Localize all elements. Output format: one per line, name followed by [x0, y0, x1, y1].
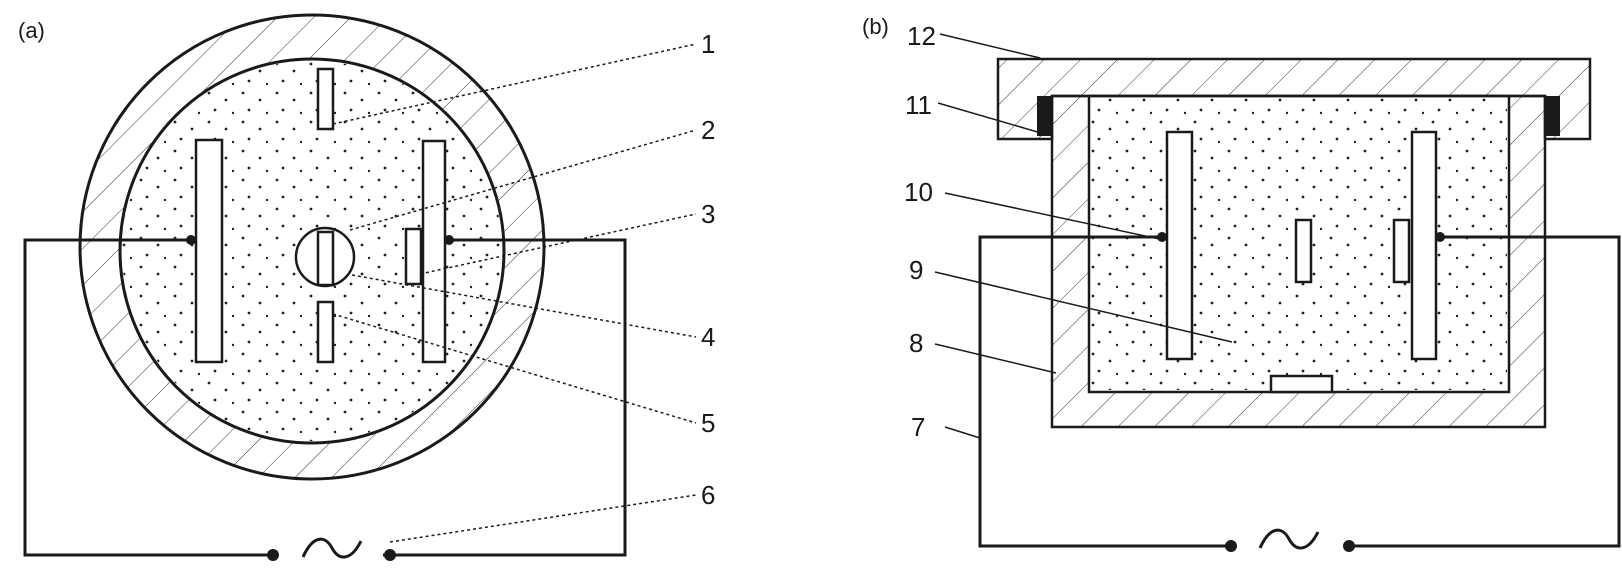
ac-terminal-right — [384, 549, 396, 561]
ac-source-icon — [301, 537, 363, 559]
electrode-b-right — [1410, 130, 1438, 361]
junction-dot-b-right — [1435, 232, 1445, 242]
callout-2: 2 — [701, 115, 715, 145]
circuit-wire-b-right — [1351, 235, 1621, 548]
panel-a: (a) 1 2 3 4 5 — [18, 13, 715, 561]
ac-terminal-b-right — [1343, 540, 1355, 552]
leader-lines-a — [332, 43, 697, 543]
circuit-wire-a-right — [383, 238, 627, 557]
leader-lines-b — [934, 33, 1233, 439]
ac-source-b-icon — [1258, 528, 1320, 550]
callout-9: 9 — [909, 255, 923, 285]
electrode-left — [194, 138, 224, 364]
junction-dot-left — [186, 235, 196, 245]
panel-b-label: (b) — [862, 14, 889, 39]
side-strip — [404, 227, 423, 286]
electrode-right — [421, 139, 447, 364]
seal-right — [1545, 96, 1560, 136]
seal-left — [1037, 96, 1052, 136]
center-strip — [316, 230, 335, 287]
callout-1: 1 — [701, 29, 715, 59]
center-strip-b — [1294, 218, 1313, 284]
callout-4: 4 — [701, 322, 715, 352]
circuit-wire-b — [978, 235, 1228, 548]
bottom-plate-b — [1269, 374, 1334, 394]
callout-5: 5 — [701, 408, 715, 438]
callout-10: 10 — [904, 177, 933, 207]
callout-6: 6 — [701, 480, 715, 510]
ac-terminal-b-left — [1225, 540, 1237, 552]
circuit-wire-a — [23, 238, 268, 557]
junction-dot-b-left — [1157, 232, 1167, 242]
small-strip-bottom — [316, 300, 335, 364]
small-strip-top — [316, 67, 335, 131]
callout-7: 7 — [911, 412, 925, 442]
ac-terminal-left — [267, 549, 279, 561]
callout-12: 12 — [907, 21, 936, 51]
callout-8: 8 — [909, 328, 923, 358]
side-strip-b — [1392, 218, 1411, 284]
panel-b: (b) 12 11 — [862, 14, 1621, 552]
callout-3: 3 — [701, 199, 715, 229]
electrode-b-left — [1165, 130, 1194, 361]
callout-11: 11 — [905, 90, 932, 120]
junction-dot-right — [444, 235, 454, 245]
panel-a-label: (a) — [18, 18, 45, 43]
